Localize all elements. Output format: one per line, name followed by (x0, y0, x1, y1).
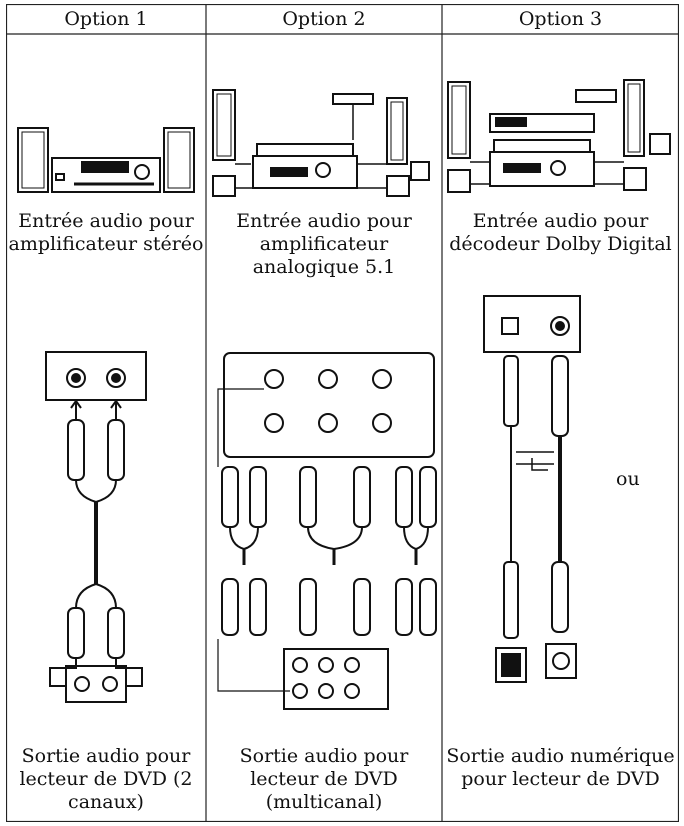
output-label-option-2: Sortie audio pour lecteur de DVD (multic… (239, 745, 409, 813)
dolby-digital-decoder-illustration (447, 79, 671, 193)
header-option-3: Option 3 (518, 8, 603, 30)
analog-5-1-amplifier-illustration (212, 89, 430, 197)
header-option-1: Option 1 (64, 8, 148, 30)
stereo-cable-diagram (45, 351, 147, 703)
stereo-amplifier-illustration (17, 127, 195, 193)
or-label: ou (616, 468, 640, 490)
table-grid-lines (6, 4, 679, 822)
input-label-option-2: Entrée audio pour amplificateur analogiq… (236, 210, 412, 278)
output-label-option-1: Sortie audio pour lecteur de DVD (2 cana… (19, 745, 193, 813)
input-label-option-3: Entrée audio pour décodeur Dolby Digital (449, 210, 672, 255)
digital-cable-diagram (483, 295, 581, 683)
multichannel-cable-diagram (217, 352, 437, 710)
connection-options-table: Option 1 Option 2 Option 3 Entrée audio … (6, 4, 679, 822)
input-label-option-1: Entrée audio pour amplificateur stéréo (8, 210, 204, 255)
output-label-option-3: Sortie audio numérique pour lecteur de D… (446, 745, 675, 790)
header-option-2: Option 2 (282, 8, 366, 30)
